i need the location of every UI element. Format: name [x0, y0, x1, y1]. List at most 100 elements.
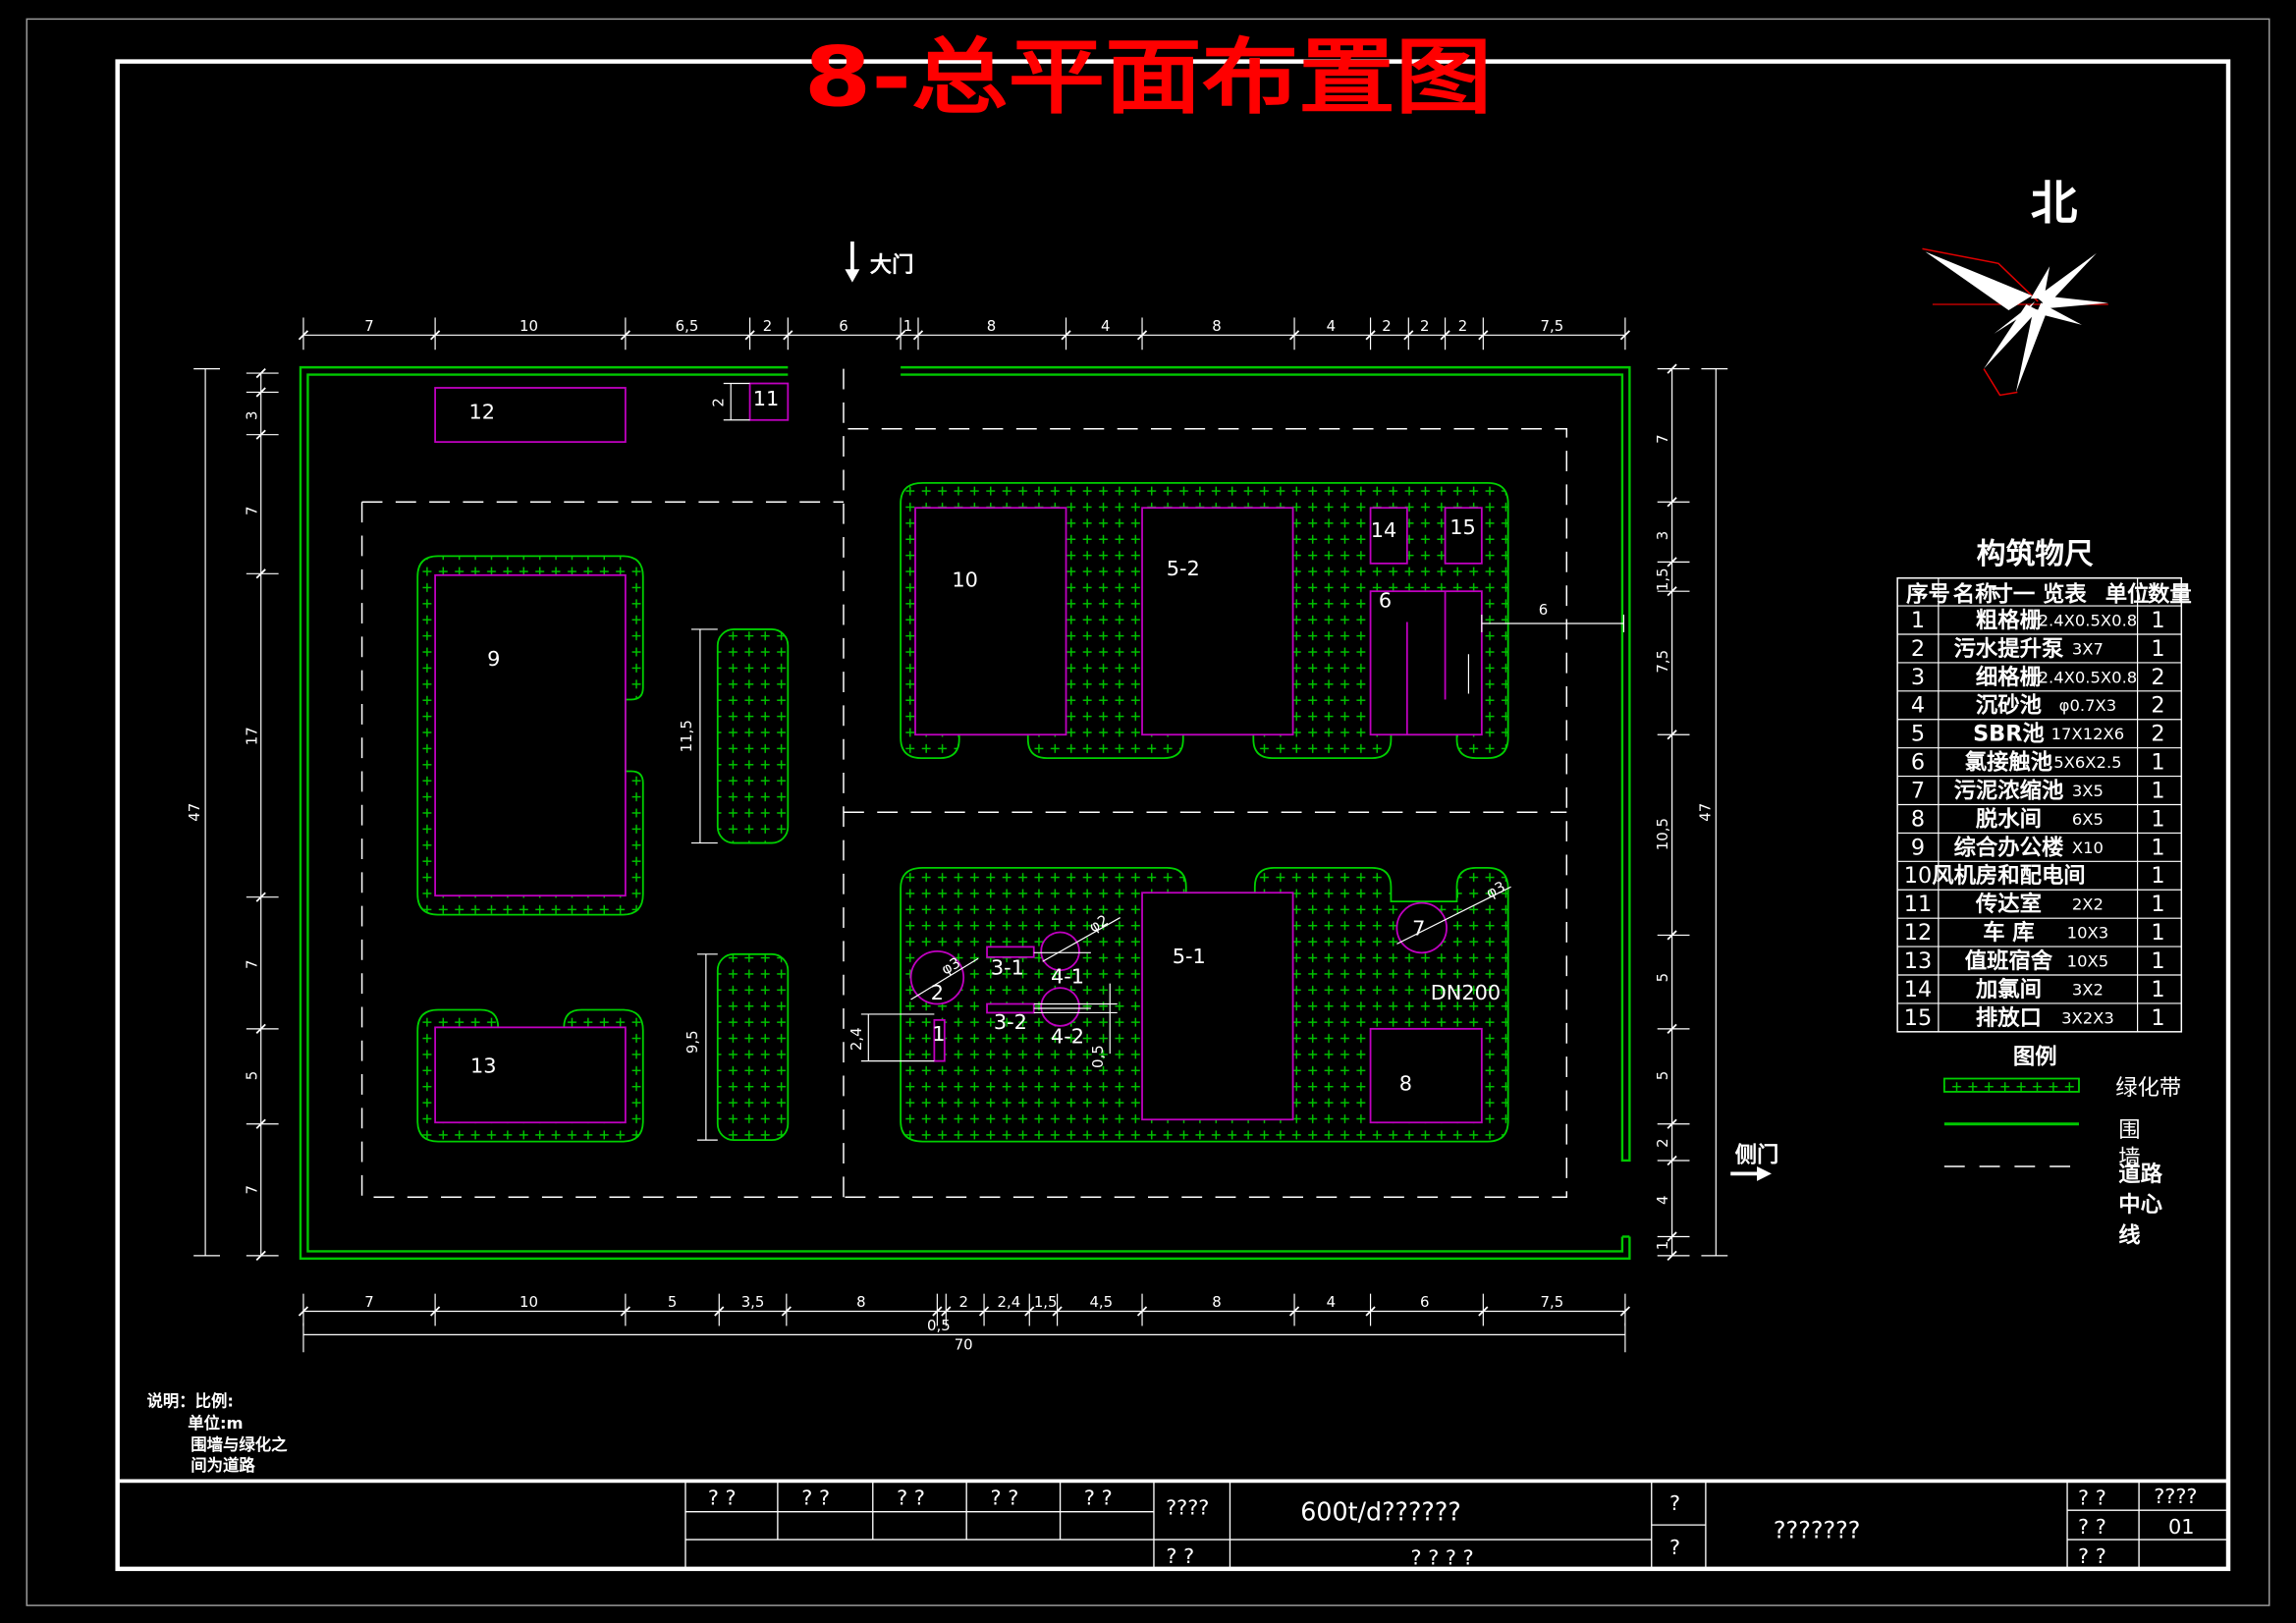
table-cell-name: 车 库 [1983, 919, 2034, 946]
label-5-2: 5-2 [1167, 557, 1200, 580]
table-cell-name: 粗格栅 [1976, 607, 2042, 633]
inner-dimension-lines [690, 382, 1625, 1141]
right-dimension-tick-mark [1667, 1023, 1677, 1034]
bottom-dimension-tick-mark [714, 1306, 725, 1317]
table-cell-size: 10X5 [2067, 951, 2108, 970]
project-sub: ? ? ? ? [1411, 1545, 1474, 1569]
label-5-1: 5-1 [1173, 945, 1206, 968]
structure-10-blower-room [914, 507, 1067, 736]
table-header-no: 序号 [1906, 581, 1950, 608]
legend-wall-label: 围 [2118, 1117, 2140, 1143]
north-arrow-icon: 北 [1922, 178, 2108, 397]
table-cell-size: 2X2 [2072, 895, 2104, 914]
top-dimension-tick-mark [1061, 330, 1071, 341]
bottom-dimension-tick-mark [430, 1306, 441, 1317]
bottom-dimension-tick-mark [1136, 1306, 1148, 1317]
left-dimension-label: 3 [243, 411, 260, 420]
bottom-small-dimension-label: 0,5 [927, 1317, 951, 1334]
dim-gatehouse: 2 [710, 398, 728, 406]
bottom-dimension-tick-mark [298, 1306, 309, 1317]
table-cell-size: 6X5 [2072, 810, 2104, 829]
left-dimension-tick-mark [255, 892, 266, 902]
signature-cell: ? ? [1084, 1486, 1113, 1509]
right-dimension-label: 3 [1654, 531, 1671, 540]
pipe-label: DN200 [1431, 981, 1501, 1004]
bottom-dimension-label: 7 [364, 1293, 373, 1311]
table-header-name: 名称 [1953, 581, 1997, 608]
drawing-name: ??????? [1774, 1517, 1861, 1544]
top-dimension-label: 2 [1420, 317, 1429, 335]
label-15: 15 [1449, 515, 1476, 539]
table-header-unit: 单位 [2105, 581, 2150, 608]
structure-13-dormitory [434, 1026, 627, 1124]
overall-width-label: 70 [955, 1335, 973, 1353]
left-dimension-tick-mark [255, 1118, 266, 1129]
structure-8-dewatering [1369, 1027, 1483, 1124]
table-cell-size: φ0.7X3 [2059, 696, 2116, 715]
table-cell-no: 14 [1904, 977, 1932, 1002]
table-cell-no: 1 [1911, 608, 1925, 633]
table-cell-qty: 1 [2151, 920, 2164, 946]
table-cell-qty: 2 [2151, 665, 2164, 690]
structure-15-outfall [1444, 507, 1483, 565]
bottom-dimension-tick-mark [941, 1306, 952, 1317]
drawing-notes: 说明：比例: 单位:m 围墙与绿化之 间为道路 [146, 1391, 288, 1475]
right-dimension-label: 7,5 [1654, 650, 1671, 674]
top-dimension-tick-mark [1440, 330, 1450, 341]
overall-depth-left-label: 47 [186, 803, 203, 822]
top-dimension-label: 7,5 [1541, 317, 1564, 335]
left-dimension-label: 17 [243, 727, 260, 745]
table-cell-name: 脱水间 [1976, 805, 2042, 832]
table-title-overflow: 寸一 览表 [1992, 581, 2088, 608]
left-dimension-tick-mark [255, 1023, 266, 1034]
table-cell-name: 细格栅 [1976, 664, 2042, 690]
bottom-dimension-label: 3,5 [741, 1293, 765, 1311]
signature-cell: ? ? [897, 1486, 925, 1509]
table-cell-no: 6 [1911, 750, 1925, 776]
structures [434, 382, 1483, 1124]
label-3-1: 3-1 [991, 956, 1024, 980]
top-dimension-tick-mark [1478, 330, 1489, 341]
main-gate-marker: 大门 [845, 241, 913, 283]
note-line: 间为道路 [191, 1456, 255, 1475]
bottom-dimension-label: 5 [668, 1293, 677, 1311]
label-8: 8 [1399, 1071, 1412, 1095]
structure-14-chlorination [1369, 507, 1408, 565]
greenbelt-strip-north [716, 628, 790, 844]
label-1: 1 [932, 1022, 945, 1046]
dim-strip-south: 9,5 [683, 1030, 701, 1054]
table-cell-no: 8 [1911, 806, 1925, 832]
structure-1-coarse-screen [933, 1019, 946, 1062]
legend-greenbelt-swatch [1942, 1077, 2080, 1093]
left-dimension-label: 5 [243, 1071, 260, 1080]
outer-sheet-border [26, 18, 2270, 1606]
right-dimension-tick-mark [1667, 363, 1677, 374]
greenbelt-strip-south [716, 952, 790, 1142]
table-cell-name: 加氯间 [1976, 976, 2042, 1002]
table-cell-name: 沉砂池 [1976, 693, 2042, 719]
label-4-2: 4-2 [1051, 1025, 1084, 1049]
table-cell-qty: 1 [2151, 835, 2164, 860]
right-dimension-label: 5 [1654, 1071, 1671, 1080]
legend-road-label: 中心 [2118, 1192, 2162, 1217]
legend-road-label: 线 [2118, 1221, 2140, 1248]
table-cell-no: 3 [1911, 665, 1925, 690]
top-dimension-label: 4 [1101, 317, 1110, 335]
table-title: 构筑物尺 [1977, 537, 2094, 571]
table-cell-no: 5 [1911, 722, 1925, 747]
bottom-dimension-label: 1,5 [1034, 1293, 1058, 1311]
label-13: 13 [470, 1055, 497, 1078]
table-cell-qty: 1 [2151, 608, 2164, 633]
overall-depth-right-label: 47 [1696, 803, 1714, 822]
bottom-dimension-tick-mark [1365, 1306, 1376, 1317]
bottom-dimension-tick-mark [1619, 1306, 1631, 1317]
structure-3-1-fine-screen [986, 946, 1035, 958]
top-dimension-label: 10 [519, 317, 538, 335]
top-dimension-tick-mark [1403, 330, 1414, 341]
table-cell-size: 2.4X0.5X0.8 [2039, 668, 2138, 686]
right-dimension-tick-mark [1667, 1118, 1677, 1129]
north-label: 北 [2031, 178, 2078, 232]
top-dimension-label: 7 [364, 317, 373, 335]
structure-7-sludge-thickener [1395, 901, 1448, 954]
